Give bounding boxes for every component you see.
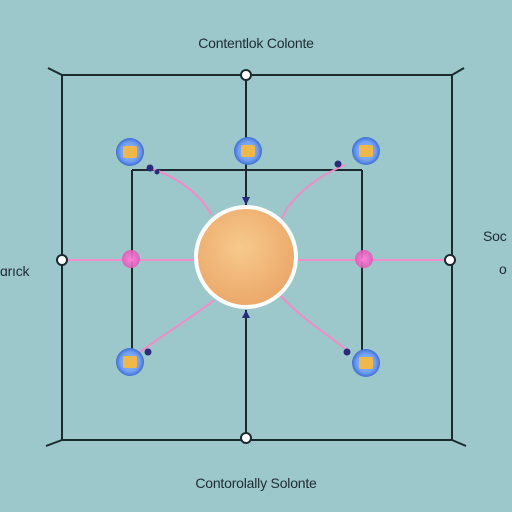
satellite-node-top-right: [352, 137, 380, 165]
frame-terminals: [56, 69, 456, 444]
satellite-node-top-left: [116, 138, 144, 166]
side-label-right-line2: o: [499, 261, 507, 277]
inner-connectors: [131, 75, 363, 440]
junction-node-right: [355, 250, 373, 268]
terminal-bottom: [240, 432, 252, 444]
terminal-right: [444, 254, 456, 266]
satellite-node-bottom-left: [116, 348, 144, 376]
terminal-left: [56, 254, 68, 266]
satellite-node-bottom-right: [352, 349, 380, 377]
terminal-top: [240, 69, 252, 81]
satellite-node-top-center: [234, 137, 262, 165]
arrow-markers: [144, 160, 351, 356]
side-label-right-line1: Soc: [483, 228, 507, 244]
junction-node-left: [122, 250, 140, 268]
diagram-title-top: Contentlok Colonte: [198, 35, 314, 51]
side-label-left: ɑrıck: [0, 263, 30, 279]
central-hub-node: [194, 205, 298, 309]
diagram-title-bottom: Contorolally Solonte: [195, 475, 317, 491]
